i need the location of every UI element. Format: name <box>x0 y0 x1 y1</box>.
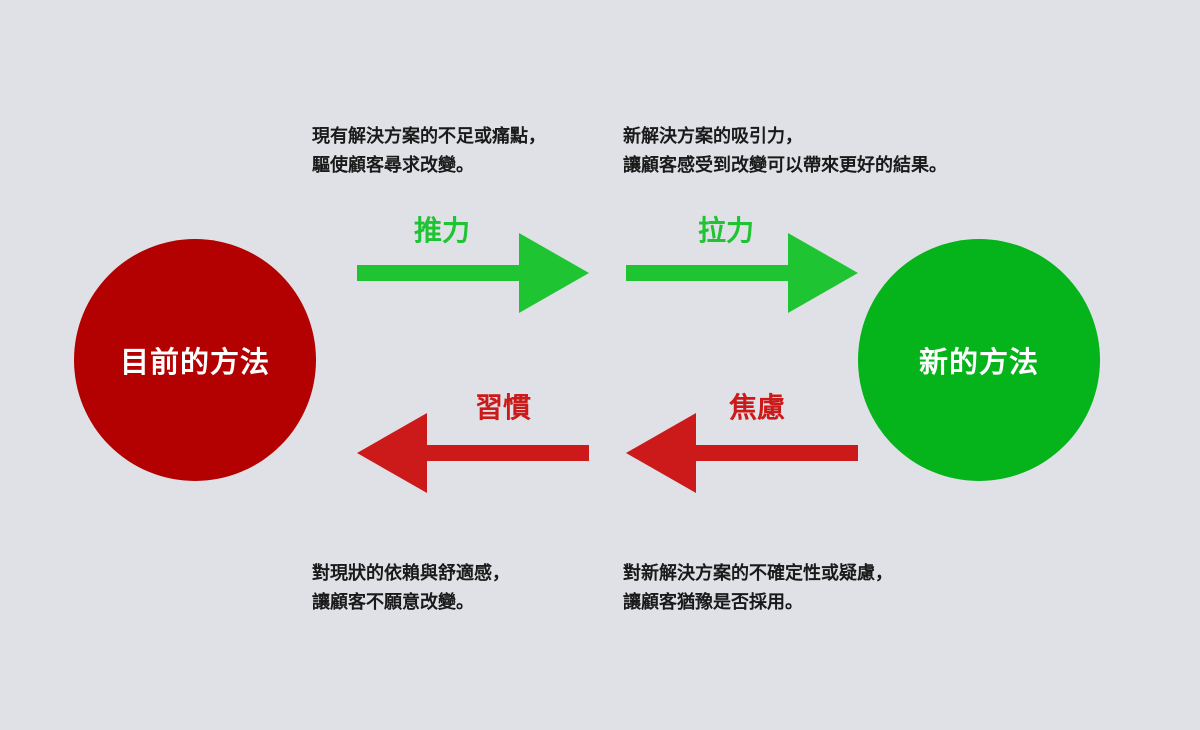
pull-description-line-1: 新解決方案的吸引力， <box>623 126 803 147</box>
push-label: 推力 <box>413 214 470 247</box>
habit-label: 習慣 <box>474 391 531 424</box>
habit-description: 對現狀的依賴與舒適感， 讓顧客不願意改變。 <box>312 559 510 617</box>
push-description-line-2: 驅使顧客尋求改變。 <box>312 155 474 176</box>
anxiety-description-line-1: 對新解決方案的不確定性或疑慮， <box>623 563 893 584</box>
pull-arrow <box>626 233 858 313</box>
current-method-node: 目前的方法 <box>74 239 316 481</box>
new-method-node: 新的方法 <box>858 239 1100 481</box>
pull-description-line-2: 讓顧客感受到改變可以帶來更好的結果。 <box>623 155 947 176</box>
habit-arrow <box>357 413 589 493</box>
habit-description-line-1: 對現狀的依賴與舒適感， <box>312 563 510 584</box>
new-method-label: 新的方法 <box>918 345 1039 379</box>
pull-description: 新解決方案的吸引力， 讓顧客感受到改變可以帶來更好的結果。 <box>623 122 947 180</box>
push-description-line-1: 現有解決方案的不足或痛點， <box>312 126 546 147</box>
pull-label: 拉力 <box>697 214 754 247</box>
habit-description-line-2: 讓顧客不願意改變。 <box>312 592 474 613</box>
anxiety-label: 焦慮 <box>728 391 785 424</box>
anxiety-description: 對新解決方案的不確定性或疑慮， 讓顧客猶豫是否採用。 <box>623 559 893 617</box>
anxiety-description-line-2: 讓顧客猶豫是否採用。 <box>623 592 803 613</box>
anxiety-arrow <box>626 413 858 493</box>
current-method-label: 目前的方法 <box>119 345 270 379</box>
push-description: 現有解決方案的不足或痛點， 驅使顧客尋求改變。 <box>312 122 546 180</box>
push-arrow <box>357 233 589 313</box>
